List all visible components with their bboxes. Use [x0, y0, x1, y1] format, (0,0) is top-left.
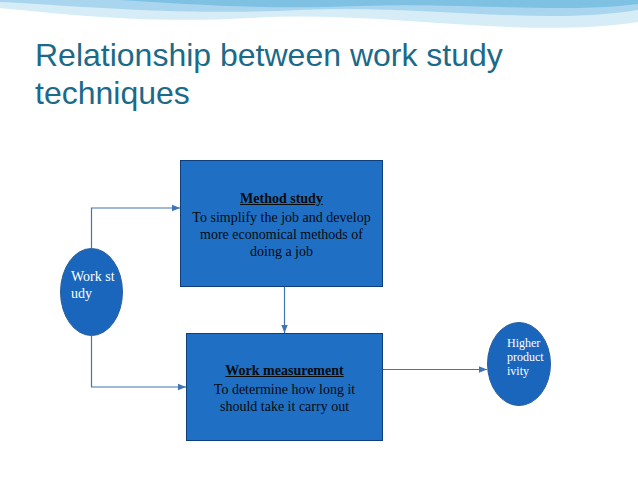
flow-arrow	[284, 287, 285, 333]
top-wave	[0, 0, 638, 16]
box-heading: Work measurement	[195, 362, 374, 379]
start-circle: Work study	[60, 248, 123, 336]
process-box: Method study To simplify the job and deve…	[180, 160, 383, 287]
circle-label: Work study	[71, 268, 117, 302]
result-circle: Higher productivity	[487, 322, 551, 406]
box-heading: Method study	[189, 190, 374, 207]
flow-arrow	[92, 208, 181, 248]
circle-shape	[61, 249, 123, 336]
flow-arrow	[383, 369, 487, 370]
process-box: Work measurement To determine how long it…	[186, 333, 383, 441]
top-wave	[120, 0, 638, 8]
box-text: To simplify the job and develop more eco…	[189, 209, 374, 260]
flow-arrow	[92, 336, 187, 387]
circle-label: Higher productivity	[507, 336, 545, 378]
box-text: To determine how long it should take it …	[195, 381, 374, 415]
top-wave	[0, 0, 638, 28]
slide-title: Relationship between work study techniqu…	[35, 36, 600, 112]
circle-shape	[488, 323, 551, 406]
